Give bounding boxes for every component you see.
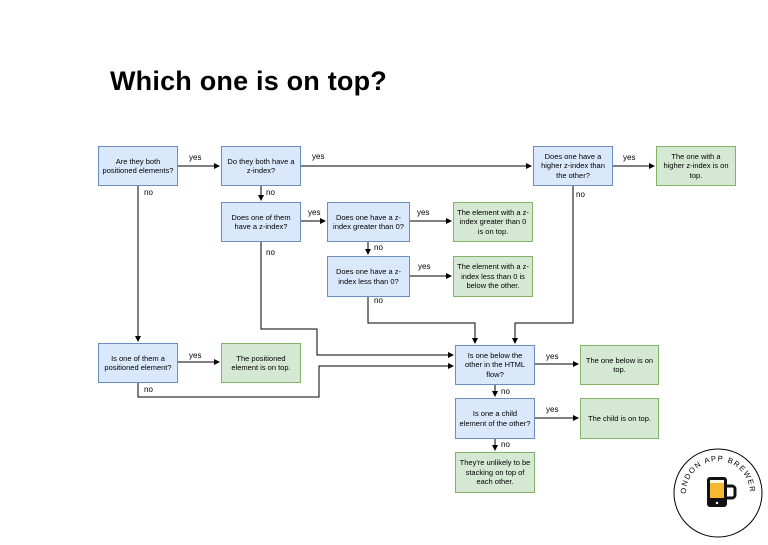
node-child-element: Is one a child element of the other? (455, 398, 535, 439)
edge-label-no: no (374, 296, 383, 305)
edge-label-yes: yes (189, 153, 202, 162)
edge-label-no: no (576, 190, 585, 199)
edge-label-yes: yes (623, 153, 636, 162)
edge-label-no: no (144, 385, 153, 394)
node-one-higher: Does one have a higher z-index than the … (533, 146, 613, 186)
edge-one-positioned-no (137, 363, 454, 398)
edge-label-yes: yes (189, 351, 202, 360)
edge-label-yes: yes (312, 152, 325, 161)
node-higher-on-top: The one with a higher z-index is on top. (656, 146, 736, 186)
node-greater-than-zero: Does one have a z-index greater than 0? (327, 202, 410, 242)
node-greater-on-top: The element with a z-index greater than … (453, 202, 533, 242)
node-positioned-on-top: The positioned element is on top. (221, 343, 301, 383)
edge-label-yes: yes (417, 208, 430, 217)
edge-label-no: no (266, 248, 275, 257)
edge-label-yes: yes (546, 352, 559, 361)
edge-label-yes: yes (418, 262, 431, 271)
edge-label-no: no (144, 188, 153, 197)
node-child-on-top: The child is on top. (580, 398, 659, 439)
edge-label-yes: yes (546, 405, 559, 414)
node-one-positioned: Is one of them a positioned element? (98, 343, 178, 383)
edge-less-no (367, 297, 478, 344)
edge-label-no: no (374, 243, 383, 252)
london-app-brewery-logo: LONDON APP BREWERY (672, 447, 763, 538)
edge-label-no: no (501, 440, 510, 449)
node-both-positioned: Are they both positioned elements? (98, 146, 178, 186)
node-below-on-top: The one below is on top. (580, 345, 659, 385)
beer-mug-icon (707, 477, 737, 507)
edge-has-zindex-no (260, 242, 454, 358)
node-below-in-flow: Is one below the other in the HTML flow? (455, 345, 535, 385)
node-less-below: The element with a z-index less than 0 i… (453, 256, 533, 297)
edge-label-yes: yes (308, 208, 321, 217)
edge-higher-no (512, 186, 574, 344)
page-title: Which one is on top? (110, 66, 387, 96)
node-unlikely: They're unlikely to be stacking on top o… (455, 452, 535, 493)
node-one-has-zindex: Does one of them have a z-index? (221, 202, 301, 242)
edge-label-no: no (501, 387, 510, 396)
edge-label-no: no (266, 188, 275, 197)
node-less-than-zero: Does one have a z-index less than 0? (327, 256, 410, 297)
node-both-zindex: Do they both have a z-index? (221, 146, 301, 186)
